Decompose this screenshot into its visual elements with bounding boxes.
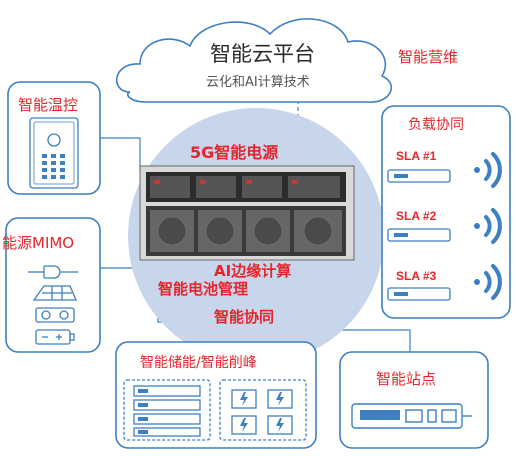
load-box-title: 负载协同 — [408, 117, 464, 133]
sla-3-device — [387, 287, 451, 301]
sla-3-label: SLA #3 — [396, 269, 437, 283]
battery-icon — [35, 329, 75, 345]
site-device-icon — [351, 403, 472, 429]
storage-icons — [123, 379, 307, 441]
sla-2-label: SLA #2 — [396, 209, 437, 223]
cloud-title: 智能云平台 — [210, 42, 315, 66]
battery-bank-icon — [219, 379, 307, 441]
mimo-box-title: 能源MIMO — [2, 234, 75, 252]
load-box — [381, 105, 511, 319]
edge-computing-label: AI边缘计算 — [214, 262, 292, 280]
wifi-2-icon — [474, 208, 502, 244]
wifi-icons — [474, 152, 502, 300]
wifi-1-icon — [474, 152, 502, 188]
coop-label: 智能协同 — [214, 308, 275, 326]
mimo-box — [5, 217, 101, 353]
power-label: 5G智能电源 — [190, 143, 279, 162]
temp-control-icon — [29, 117, 79, 189]
wifi-3-icon — [474, 264, 502, 300]
site-box — [339, 351, 489, 449]
cloud-subtitle: 云化和AI计算技术 — [206, 75, 310, 90]
storage-box-title: 智能储能/智能削峰 — [140, 355, 257, 371]
sla-2-device — [387, 228, 451, 242]
sla-1-label: SLA #1 — [396, 149, 437, 163]
solar-icon — [32, 285, 77, 301]
temp-box-title: 智能温控 — [18, 96, 79, 114]
sla-devices — [387, 169, 451, 301]
battery-mgmt-label: 智能电池管理 — [158, 280, 249, 298]
storage-box — [115, 341, 317, 449]
cloud-shape — [115, 18, 393, 103]
plug-icon — [28, 265, 78, 279]
site-box-title: 智能站点 — [376, 370, 437, 388]
top-right-label: 智能营维 — [398, 48, 459, 66]
power-rack — [139, 165, 355, 261]
temp-box — [7, 81, 101, 195]
sla-1-device — [387, 169, 451, 183]
server-stack-icon — [123, 379, 211, 441]
mimo-icons — [28, 265, 78, 345]
generator-icon — [35, 307, 75, 323]
temp-connector — [100, 137, 141, 172]
